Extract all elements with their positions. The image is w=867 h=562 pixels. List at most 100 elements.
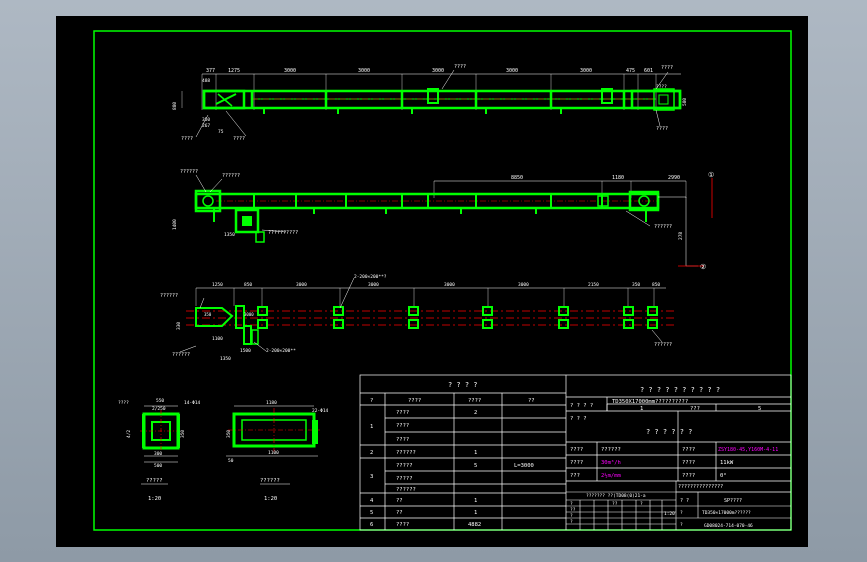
side-dim: 8850 — [511, 175, 523, 181]
top-small-dim: 880 — [172, 102, 178, 110]
plan-dim: 1250 — [212, 282, 223, 288]
top-dim: 3000 — [284, 68, 296, 74]
parts-row-no: 4 — [370, 498, 374, 504]
spec-label: ???? — [570, 460, 583, 466]
parts-row-no: 6 — [370, 522, 373, 528]
parts-col: ? — [370, 398, 373, 404]
title-drawing: TD350×17000m?????? — [702, 510, 751, 516]
top-dim: 3000 — [358, 68, 370, 74]
side-dim: 2990 — [668, 175, 680, 181]
spec-label: ???? — [570, 447, 583, 453]
top-dim: 377 — [206, 68, 215, 74]
parts-col: ???? — [468, 398, 481, 404]
side-view: 8850 1180 2990 — [172, 169, 714, 271]
section-b-dim: 350 — [226, 430, 232, 438]
parts-cell: 5 — [474, 463, 477, 469]
marker-2: ② — [700, 263, 706, 271]
parts-cell: 1 — [474, 510, 477, 516]
top-label: ???? — [454, 64, 466, 70]
title-scale: 1:20 — [664, 511, 675, 517]
side-dim: 1180 — [612, 175, 624, 181]
spec-value: 0° — [720, 473, 727, 479]
plan-dim: 1100 — [212, 336, 223, 342]
side-label: ?????? — [654, 224, 672, 230]
spec-label: ???? — [682, 473, 695, 479]
info-r1-label: ? ? ? ? — [570, 403, 593, 409]
parts-row-no: 2 — [370, 450, 373, 456]
parts-cell: ????? — [396, 476, 413, 482]
top-label: ???? — [181, 136, 193, 142]
parts-cell: ???? — [396, 437, 409, 443]
top-small-dim: 580 — [682, 98, 688, 106]
section-a-scale: 1:20 — [148, 496, 161, 502]
top-view: 377 1275 3000 3000 3000 3000 3000 475 60… — [172, 64, 688, 142]
parts-row-no: 3 — [370, 474, 373, 480]
info-r1-value: TD350X17000mm?????????? — [612, 399, 688, 405]
title-grid-cell: ? — [680, 522, 683, 528]
plan-label: ?????? — [172, 352, 190, 358]
side-label: ?????? — [222, 173, 240, 179]
section-a-dim: 2/250 — [152, 406, 166, 412]
spec-value: 11kW — [720, 460, 734, 466]
parts-cell: ?????? — [396, 487, 416, 493]
plan-label: ?????? — [654, 342, 672, 348]
plan-dim: 2150 — [588, 282, 599, 288]
section-b: 1180 22-Φ14 350 50 1100 ?????? 1:20 — [226, 400, 329, 502]
title-grid-cell: ? — [640, 501, 643, 507]
plan-dim: 3000 — [368, 282, 379, 288]
info-title: ? ? ? ? ? ? ? ? ? ? — [640, 386, 720, 394]
plan-dim: 3000 — [444, 282, 455, 288]
parts-cell: ???? — [396, 410, 409, 416]
section-b-dim: 1100 — [268, 450, 279, 456]
top-label: ???? — [656, 84, 667, 90]
title-grid-cell: ?? — [612, 501, 618, 507]
section-a-dim: 300 — [154, 451, 162, 457]
title-grid-cell: ? — [680, 510, 683, 516]
parts-table-header: ? ? ? ? — [448, 381, 478, 389]
top-label: ???? — [656, 126, 668, 132]
parts-cell: ???? — [396, 423, 409, 429]
parts-table: ? ? ? ? ? ???? ???? ?? 1 ???? 2 ???? ???… — [359, 374, 792, 531]
side-dim: 1350 — [224, 232, 235, 238]
title-grid-cell: ? — [570, 513, 573, 519]
top-small-dim: 267 — [202, 123, 210, 129]
info-r2-value2: 5 — [758, 406, 761, 412]
parts-col: ?? — [528, 398, 535, 404]
section-a-dim: 14-Φ14 — [184, 400, 201, 406]
title-top: ??????????????? — [678, 484, 723, 490]
top-dim: 3000 — [506, 68, 518, 74]
section-a-dim: ???? — [118, 400, 129, 406]
section-a-dim: 4/2 — [126, 430, 132, 438]
marker-1: ① — [708, 171, 714, 179]
section-b-title: ?????? — [260, 478, 280, 484]
title-block: ??????????????? ??????? ??(TD08(0)21-a ?… — [566, 481, 791, 530]
title-grid-cell: ? — [570, 519, 573, 525]
parts-cell: ?? — [396, 498, 403, 504]
section-b-scale: 1:20 — [264, 496, 277, 502]
section-a-dim: 350 — [180, 430, 186, 438]
info-sub-title: ? ? ? ? ? ? — [646, 428, 692, 436]
parts-cell: ?? — [396, 510, 403, 516]
info-table: ? ? ? ? ? ? ? ? ? ? ? ? ? ? TD350X17000m… — [566, 386, 791, 482]
section-a-dim: 500 — [154, 463, 162, 469]
plan-dim: 1350 — [220, 356, 231, 362]
spec-label: ???? — [682, 460, 695, 466]
info-r2-label2: ??? — [690, 406, 700, 412]
top-dim: 3000 — [580, 68, 592, 74]
plan-dim: 850 — [652, 282, 660, 288]
parts-cell: ?????? — [396, 450, 416, 456]
drawing-canvas[interactable]: 377 1275 3000 3000 3000 3000 3000 475 60… — [56, 16, 808, 547]
parts-cell: 1 — [474, 450, 477, 456]
title-name-value: SP???? — [724, 498, 742, 504]
parts-cell: 2 — [474, 410, 477, 416]
spec-value-magenta: 30m³/h — [601, 459, 621, 466]
parts-cell: L=3000 — [514, 463, 534, 469]
top-dim: 601 — [644, 68, 653, 74]
title-sub: ??????? ??(TD08(0)21-a — [586, 493, 646, 499]
parts-col: ???? — [408, 398, 421, 404]
spec-label: ??? — [570, 473, 580, 479]
parts-row-no: 5 — [370, 510, 373, 516]
plan-dim: 1500 — [240, 348, 251, 354]
side-dim: 278 — [678, 232, 684, 240]
